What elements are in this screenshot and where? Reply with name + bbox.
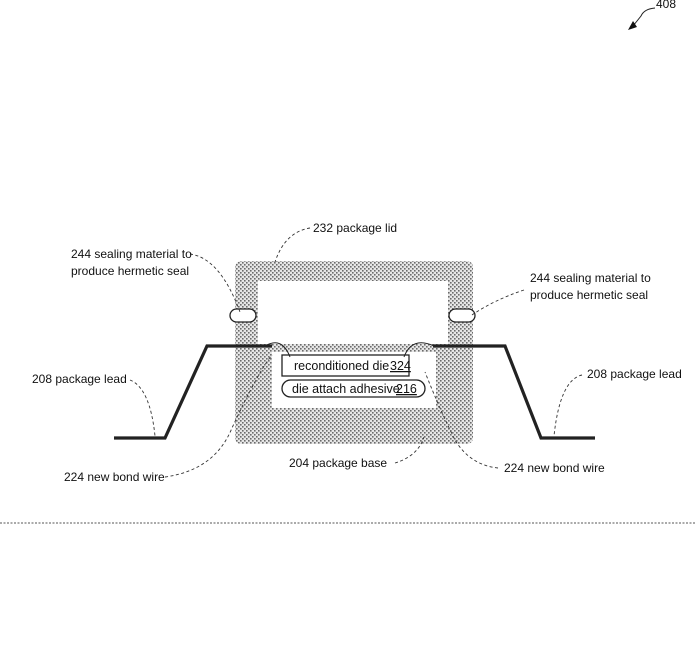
sealing-material-left xyxy=(229,308,257,323)
leader-bond-wire-right xyxy=(424,371,499,469)
figure-ref-number: 408 xyxy=(656,0,676,11)
leader-sealing-left xyxy=(189,253,241,313)
leader-lead-left xyxy=(129,379,156,437)
leader-package-lid xyxy=(274,227,311,263)
label-bond-wire-right: 224 new bond wire xyxy=(504,461,605,475)
reconditioned-die-number: 324 xyxy=(390,359,411,373)
label-package-lead-right: 208 package lead xyxy=(587,367,682,381)
die-attach-adhesive: die attach adhesive 216 xyxy=(281,379,426,398)
die-attach-label: die attach adhesive xyxy=(292,382,400,396)
label-package-lead-left: 208 package lead xyxy=(32,372,127,386)
reconditioned-die: reconditioned die 324 xyxy=(281,354,411,377)
label-package-base: 204 package base xyxy=(289,456,387,470)
label-sealing-right-1: 244 sealing material to xyxy=(530,271,651,285)
figure-reference: 408 xyxy=(628,0,676,30)
leader-sealing-right xyxy=(471,289,525,316)
package-lead-left xyxy=(114,344,272,440)
label-package-lid: 232 package lid xyxy=(313,221,397,235)
label-sealing-left-1: 244 sealing material to xyxy=(71,247,192,261)
package-lead-right xyxy=(433,344,595,440)
label-sealing-left-2: produce hermetic seal xyxy=(71,264,189,278)
leader-bond-wire-left xyxy=(164,354,273,478)
bond-wire-right xyxy=(403,342,435,358)
bond-wire-left xyxy=(264,342,291,358)
label-bond-wire-left: 224 new bond wire xyxy=(64,470,165,484)
figure-ref-arrow xyxy=(632,7,656,27)
sealing-material-right xyxy=(448,308,476,323)
reconditioned-die-label: reconditioned die xyxy=(294,359,389,373)
die-attach-number: 216 xyxy=(396,382,417,396)
figure-ref-arrowhead xyxy=(628,21,637,30)
leader-lead-right xyxy=(553,374,583,437)
label-sealing-right-2: produce hermetic seal xyxy=(530,288,648,302)
